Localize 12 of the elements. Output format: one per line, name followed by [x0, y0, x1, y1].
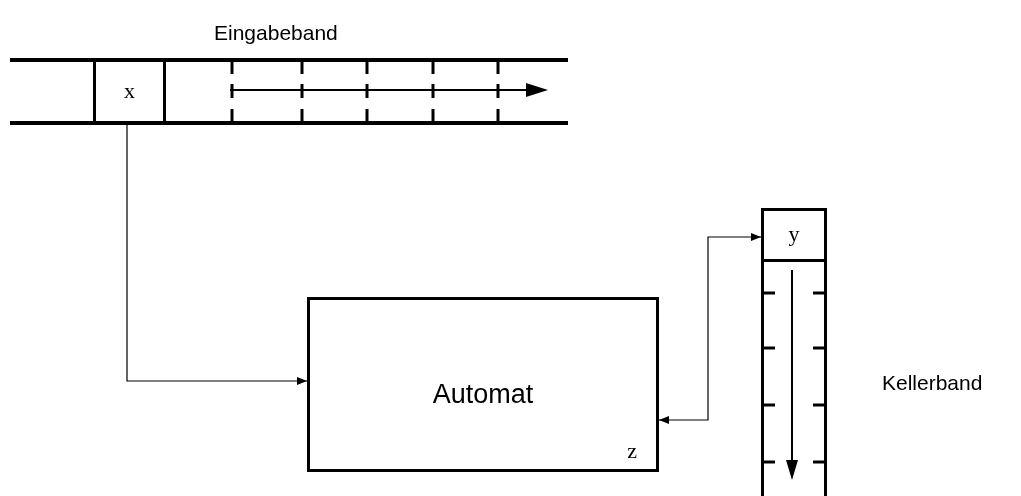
tape-cell	[761, 208, 827, 262]
symbol-label: x	[124, 79, 135, 102]
connector-arrow	[126, 123, 308, 385]
stack-tape	[761, 208, 827, 496]
tape-cell	[93, 60, 166, 124]
connector-arrow	[658, 233, 762, 424]
automaton-label: Automat	[432, 381, 534, 408]
state-label: z	[627, 440, 637, 462]
tape-title: Kellerband	[882, 372, 983, 393]
automaton-box	[307, 297, 659, 472]
tape-title: Eingabeband	[214, 22, 338, 43]
symbol-label: y	[788, 222, 800, 245]
